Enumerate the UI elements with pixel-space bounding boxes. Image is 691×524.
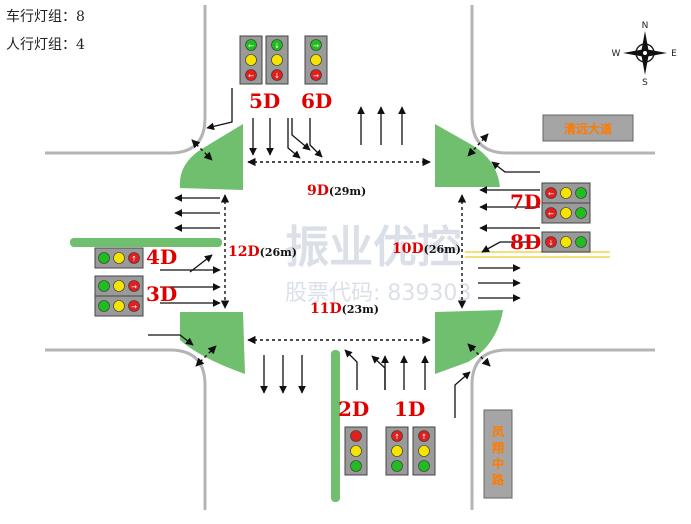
svg-text:←: ← [248, 42, 254, 50]
svg-text:↓: ↓ [274, 72, 280, 80]
svg-text:←: ← [548, 210, 554, 218]
svg-text:→: → [313, 72, 319, 80]
phase-label-1d: 1D [394, 397, 425, 421]
median-west [70, 238, 222, 247]
arrow-north-right [206, 88, 233, 131]
signal-4d: ↑ [94, 247, 144, 269]
signal-5d-left: ← ← [239, 35, 263, 85]
road-name-east: 清远大道 [542, 114, 634, 142]
svg-text:→: → [313, 42, 319, 50]
phase-label-8d: 8D [510, 230, 541, 254]
signal-7d-top: ← [541, 182, 591, 204]
signal-7d-bottom: ← [541, 202, 591, 224]
distance-11d: (23m) [342, 303, 379, 316]
road-name-south-4: 路 [492, 472, 505, 487]
svg-text:12D(26m): 12D(26m) [228, 244, 297, 260]
svg-text:↓: ↓ [548, 239, 554, 247]
island-ne [435, 124, 500, 187]
signal-8d: ↓ [541, 231, 591, 253]
signal-5d-right: ↓ ↓ [265, 35, 289, 85]
svg-text:11D(23m): 11D(23m) [310, 301, 379, 317]
compass-s: S [642, 78, 648, 88]
signal-3d-top: → [94, 275, 144, 297]
svg-text:↑: ↑ [131, 255, 137, 263]
svg-text:←: ← [248, 72, 254, 80]
distance-10d: (26m) [424, 243, 461, 256]
compass-e: E [671, 49, 677, 59]
svg-text:↓: ↓ [274, 42, 280, 50]
ped-crossings [191, 133, 491, 367]
phase-label-6d: 6D [301, 89, 332, 113]
phase-label-5d: 5D [249, 89, 280, 113]
phase-label-4d: 4D [146, 245, 177, 269]
phase-label-7d: 7D [510, 190, 541, 214]
phase-label-2d: 2D [338, 397, 369, 421]
signal-2d [344, 426, 368, 476]
compass-n: N [642, 21, 649, 31]
ped-crossing-se [467, 343, 491, 367]
svg-text:→: → [131, 283, 137, 291]
island-nw [179, 124, 243, 190]
ped-crossing-ne [467, 133, 489, 157]
ped-crossing-nw [191, 139, 213, 161]
road-edge-sw [45, 348, 207, 510]
ped-signal-group-count: 人行灯组：4 [6, 37, 85, 53]
phase-labels: 5D 6D 7D 8D 4D 3D 2D 1D [146, 89, 541, 421]
phase-label-9d: 9D [307, 183, 329, 199]
median-south [331, 350, 340, 502]
svg-text:↑: ↑ [421, 433, 427, 441]
phase-label-12d: 12D [228, 244, 260, 260]
compass-w: W [612, 49, 621, 59]
phase-label-11d: 11D [310, 301, 342, 317]
compass-icon: N S E W [612, 21, 678, 88]
island-se [435, 310, 503, 374]
island-sw [180, 312, 245, 374]
signal-1d-right: ↑ [412, 426, 436, 476]
watermark-sub: 股票代码: 839303 [285, 281, 471, 306]
road-edge-nw [45, 5, 207, 155]
road-name-south-2: 翔 [491, 440, 504, 455]
svg-text:←: ← [548, 190, 554, 198]
vehicle-signal-group-count: 车行灯组：8 [6, 9, 85, 25]
road-name-south-1: 凤 [492, 425, 504, 439]
road-name-east-text: 清远大道 [564, 121, 612, 136]
svg-text:→: → [131, 303, 137, 311]
road-name-south-3: 中 [492, 456, 504, 471]
svg-text:10D(26m): 10D(26m) [392, 241, 461, 257]
svg-text:9D(29m): 9D(29m) [307, 183, 366, 199]
signal-1d-left: ↑ [385, 426, 409, 476]
lane-arrows [148, 88, 540, 418]
svg-text:↑: ↑ [394, 433, 400, 441]
road-name-south: 凤 翔 中 路 [483, 409, 513, 499]
phase-label-3d: 3D [146, 282, 177, 306]
signal-6d: → → [304, 35, 328, 85]
phase-label-10d: 10D [392, 241, 424, 257]
watermark-main: 振业优控 [285, 222, 461, 273]
watermark: 振业优控 股票代码: 839303 [285, 222, 471, 306]
ped-phase-labels: 9D(29m) 12D(26m) 10D(26m) 11D(23m) [228, 183, 461, 317]
signal-3d-bottom: → [94, 295, 144, 317]
distance-9d: (29m) [329, 185, 366, 198]
distance-12d: (26m) [260, 246, 297, 259]
signal-groups: ← ← ↓ ↓ → → [94, 35, 591, 476]
ped-crossing-sw [195, 345, 217, 367]
